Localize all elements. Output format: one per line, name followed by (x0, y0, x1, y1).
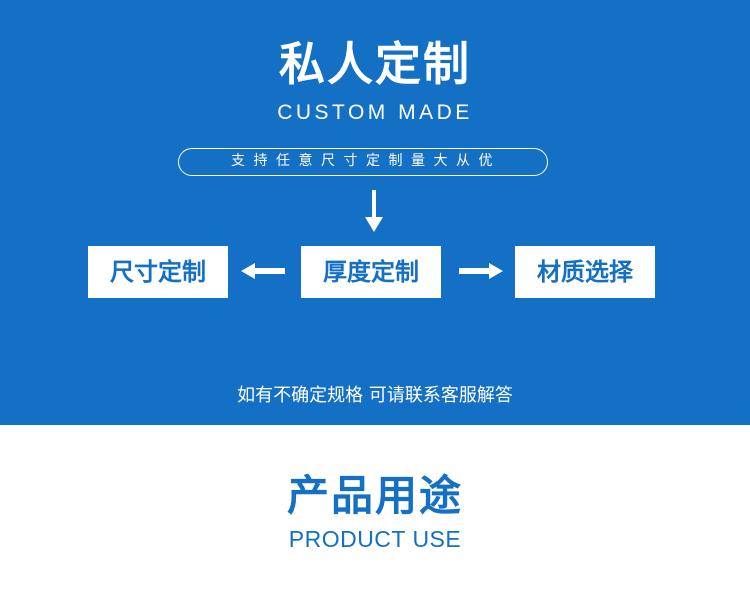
section-subtitle: CUSTOM MADE (277, 101, 473, 124)
material-select-box: 材质选择 (515, 246, 655, 298)
section-title: 私人定制 (279, 37, 471, 91)
arrow-down-icon (365, 190, 383, 232)
size-custom-box: 尺寸定制 (88, 246, 228, 298)
custom-made-banner: 私人定制 CUSTOM MADE 支持任意尺寸定制量大从优 尺寸定制 厚度定制 … (0, 0, 750, 425)
tagline-pill: 支持任意尺寸定制量大从优 (178, 148, 548, 176)
arrow-right-icon (459, 263, 503, 279)
product-use-title: 产品用途 (286, 471, 463, 520)
thickness-custom-box: 厚度定制 (301, 246, 441, 298)
arrow-left-icon (241, 263, 285, 279)
product-use-subtitle: PRODUCT USE (288, 526, 462, 552)
contact-note: 如有不确定规格 可请联系客服解答 (237, 385, 513, 406)
